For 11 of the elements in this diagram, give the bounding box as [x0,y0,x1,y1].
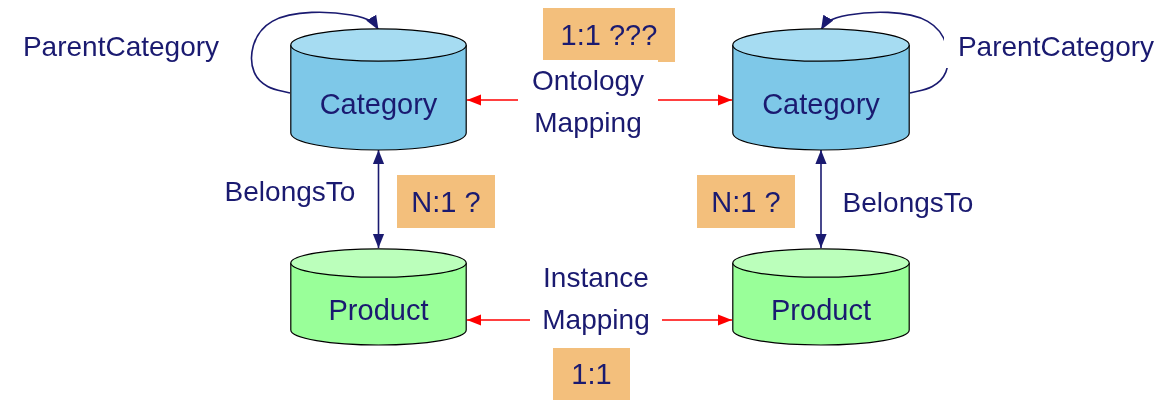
connector-arrow [815,149,827,249]
connector-arrow [372,149,385,249]
ratio-tag: N:1 ? [397,175,495,228]
node-label: Product [770,293,872,327]
ratio-tag: 1:1 [553,348,630,400]
ratio-tag: 1:1 ??? [543,8,675,62]
node-label: Category [761,88,881,121]
ratio-tag: N:1 ? [697,175,795,228]
connector-arrow [250,11,380,94]
node-label: Category [318,88,439,121]
node-label: Product [327,293,430,327]
